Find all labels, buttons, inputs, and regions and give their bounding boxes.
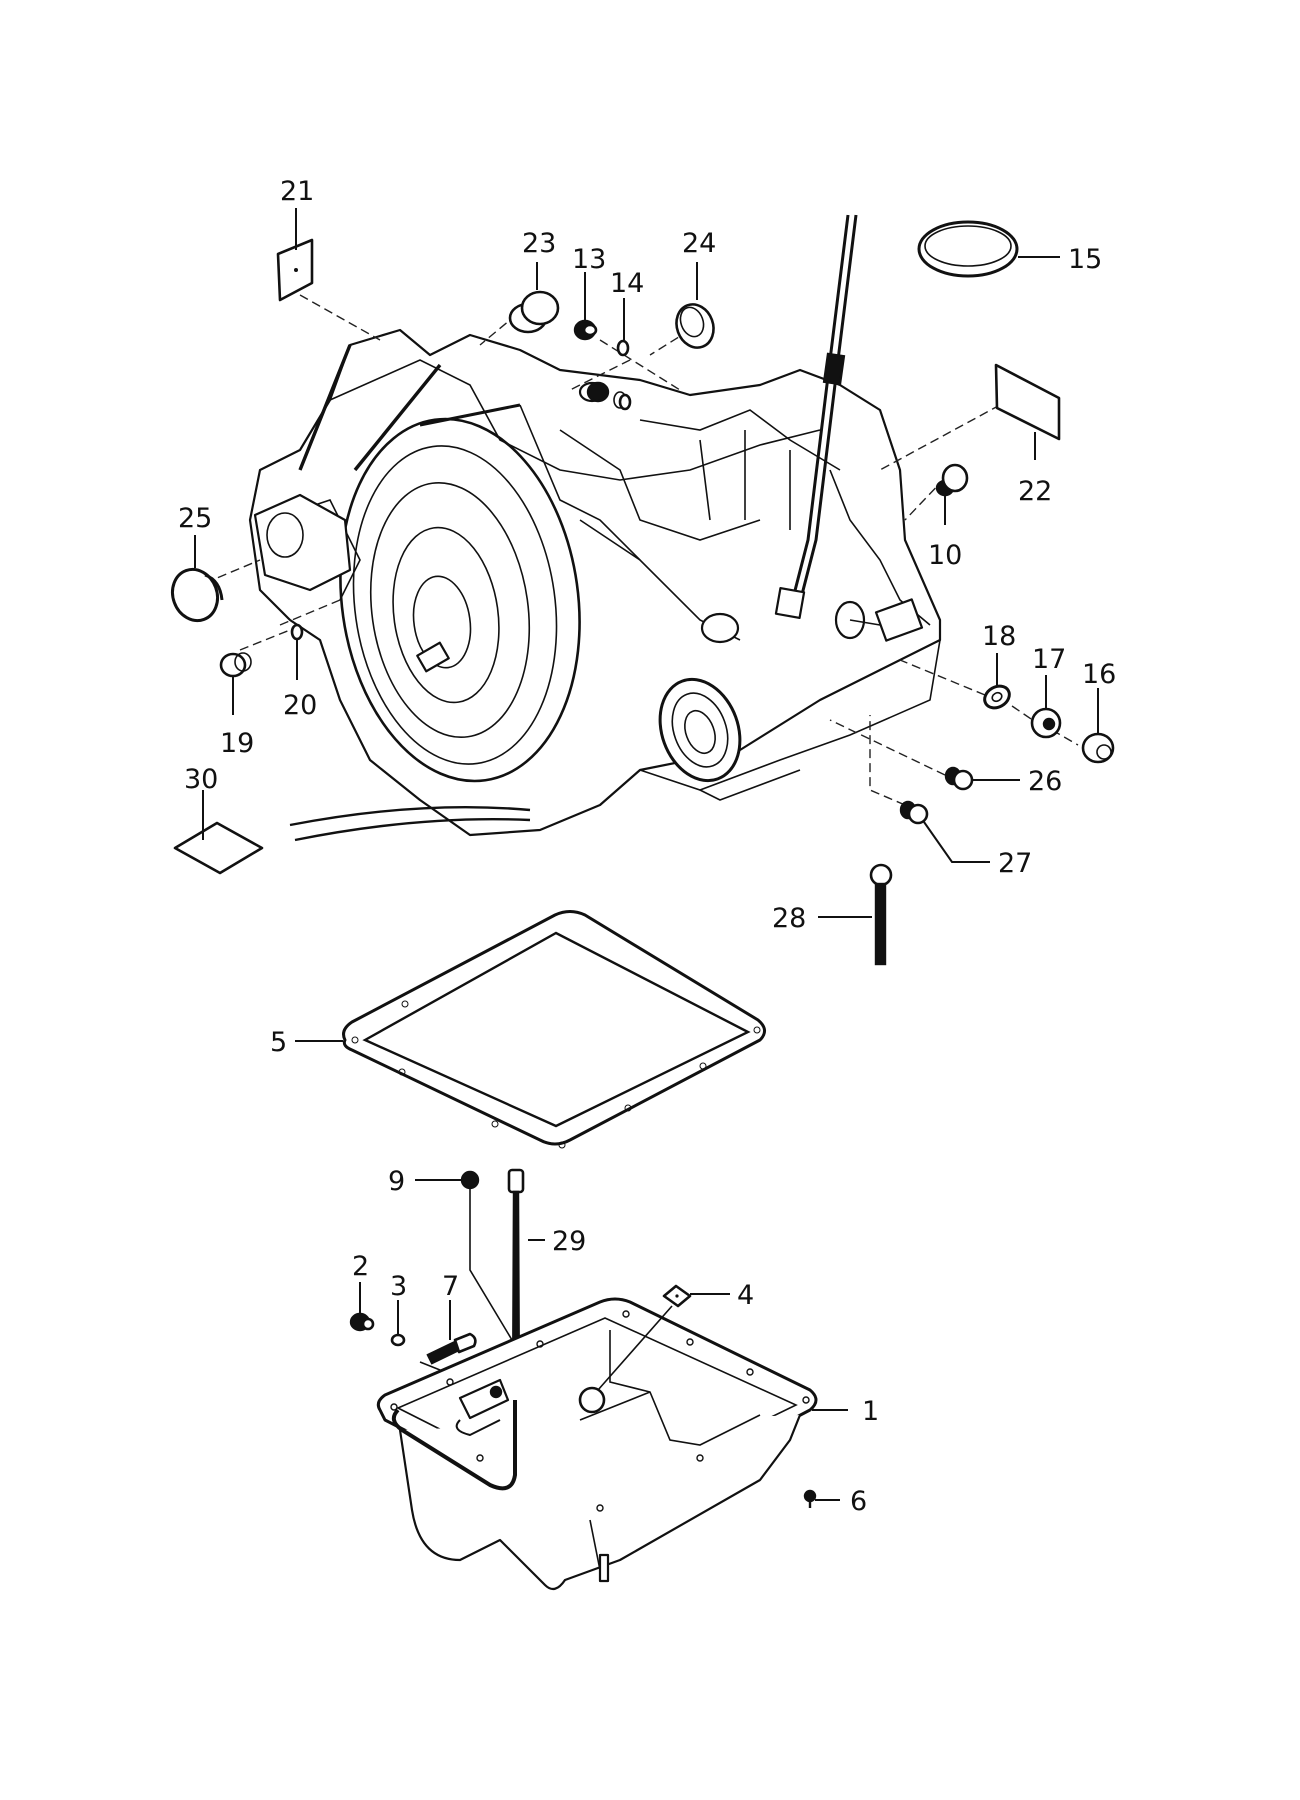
callout-21: 21 <box>280 176 314 207</box>
transaxle-case <box>248 214 942 842</box>
callout-1: 1 <box>862 1396 879 1427</box>
part-14-o-ring <box>616 339 630 357</box>
part-10-sensor-plug <box>935 463 969 497</box>
part-2-drain-plug <box>349 1312 375 1332</box>
part-17-nut <box>1030 707 1062 739</box>
part-21-label-plate <box>276 238 314 302</box>
part-27-bolt <box>899 800 929 825</box>
part-4-magnet <box>662 1284 692 1308</box>
callout-17: 17 <box>1032 644 1066 675</box>
callout-9: 9 <box>388 1166 405 1197</box>
part-25-cap <box>170 567 224 623</box>
callout-30: 30 <box>184 764 218 795</box>
part-22-name-plate <box>994 363 1061 441</box>
callout-2: 2 <box>352 1251 369 1282</box>
part-23-cap <box>508 290 560 334</box>
callout-6: 6 <box>850 1486 867 1517</box>
part-3-drain-plug-gasket <box>390 1333 406 1347</box>
callout-19: 19 <box>220 728 254 759</box>
callout-4: 4 <box>737 1280 754 1311</box>
callout-25: 25 <box>178 503 212 534</box>
callout-23: 23 <box>522 228 556 259</box>
part-24-oil-seal <box>675 303 715 349</box>
callout-16: 16 <box>1082 659 1116 690</box>
callout-28: 28 <box>772 903 806 934</box>
part-9-dipstick-cap <box>460 1170 516 1346</box>
part-5-oil-pan-gasket <box>342 910 766 1149</box>
callout-26: 26 <box>1028 766 1062 797</box>
callout-10: 10 <box>928 540 962 571</box>
callout-7: 7 <box>442 1271 459 1302</box>
part-20-o-ring <box>290 623 304 641</box>
callout-20: 20 <box>283 690 317 721</box>
callout-labels: 21 23 13 14 24 15 22 10 25 20 19 30 18 1… <box>178 176 1116 1517</box>
callout-14: 14 <box>610 268 644 299</box>
callout-3: 3 <box>390 1271 407 1302</box>
part-16-cap-nut <box>1081 732 1115 764</box>
callout-13: 13 <box>572 244 606 275</box>
callout-29: 29 <box>552 1226 586 1257</box>
part-1-oil-pan <box>376 1297 818 1591</box>
explosion-lines <box>204 294 1079 806</box>
callout-5: 5 <box>270 1027 287 1058</box>
callout-18: 18 <box>982 621 1016 652</box>
part-18-washer <box>983 684 1011 710</box>
part-6-oil-pan-bolt <box>803 1489 817 1508</box>
callout-24: 24 <box>682 228 716 259</box>
callout-27: 27 <box>998 848 1032 879</box>
callout-15: 15 <box>1068 244 1102 275</box>
part-26-bolt <box>944 766 974 791</box>
part-19-plug <box>219 652 252 678</box>
part-15-seal-ring <box>917 220 1019 278</box>
callout-22: 22 <box>1018 476 1052 507</box>
part-13-plug-installed <box>586 381 632 411</box>
part-28-stud-bolt <box>869 863 893 966</box>
leader-lines <box>194 208 1099 1501</box>
part-13-plug <box>573 319 598 341</box>
part-30-plate <box>173 821 264 875</box>
